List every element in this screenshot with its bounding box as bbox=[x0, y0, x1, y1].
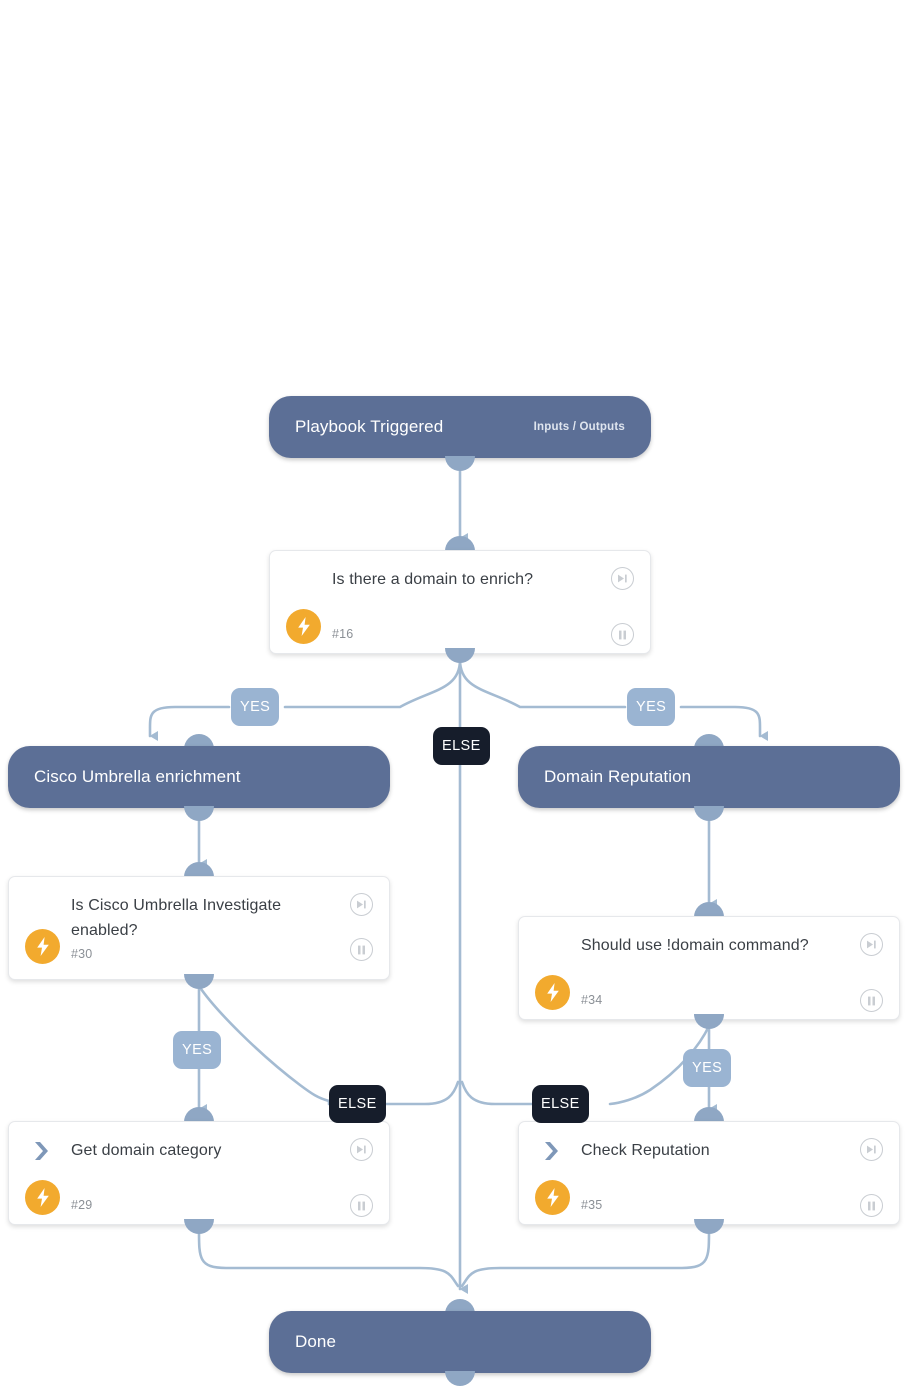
pause-icon[interactable] bbox=[350, 938, 373, 961]
card-footer: #34 bbox=[519, 975, 899, 1023]
node-task-29[interactable]: Get domain category #29 bbox=[8, 1121, 390, 1225]
node-condition-16[interactable]: Is there a domain to enrich? #16 bbox=[269, 550, 651, 654]
diamond-icon bbox=[288, 565, 318, 595]
card-header: Is Cisco Umbrella Investigate enabled? bbox=[9, 877, 389, 943]
card-header: Get domain category bbox=[9, 1122, 389, 1182]
card-footer: #30 bbox=[9, 929, 389, 969]
lightning-bolt-icon bbox=[25, 929, 60, 964]
pause-icon[interactable] bbox=[350, 1194, 373, 1217]
node-playbook-triggered[interactable]: Playbook Triggered Inputs / Outputs bbox=[269, 396, 651, 458]
task-title: Is Cisco Umbrella Investigate enabled? bbox=[71, 897, 282, 939]
lightning-bolt-icon bbox=[286, 609, 321, 644]
step-forward-icon[interactable] bbox=[350, 1138, 373, 1161]
port-out-done bbox=[445, 1371, 475, 1386]
task-number: #35 bbox=[581, 1198, 603, 1212]
pause-icon[interactable] bbox=[611, 623, 634, 646]
task-title: Get domain category bbox=[71, 1142, 222, 1159]
task-number: #30 bbox=[71, 947, 93, 961]
card-header: Is there a domain to enrich? bbox=[270, 551, 650, 611]
pause-icon[interactable] bbox=[860, 1194, 883, 1217]
lightning-bolt-icon bbox=[535, 1180, 570, 1215]
branch-label-else-34[interactable]: ELSE bbox=[532, 1085, 589, 1123]
port-in-section-reputation bbox=[694, 734, 724, 749]
port-in-29 bbox=[184, 1107, 214, 1122]
node-task-35[interactable]: Check Reputation #35 bbox=[518, 1121, 900, 1225]
task-title: Check Reputation bbox=[581, 1142, 710, 1159]
card-header: Should use !domain command? bbox=[519, 917, 899, 977]
branch-label-else-30[interactable]: ELSE bbox=[329, 1085, 386, 1123]
edge-16-yes-left-b bbox=[148, 705, 231, 741]
node-section-domain-reputation[interactable]: Domain Reputation bbox=[518, 746, 900, 808]
port-in-34 bbox=[694, 902, 724, 917]
port-out-section-umbrella bbox=[184, 806, 214, 821]
chevron-right-icon bbox=[27, 1136, 57, 1166]
edge-16-yes-right-b bbox=[679, 705, 768, 741]
task-title: Is there a domain to enrich? bbox=[332, 571, 534, 588]
node-condition-30[interactable]: Is Cisco Umbrella Investigate enabled? #… bbox=[8, 876, 390, 980]
card-header: Check Reputation bbox=[519, 1122, 899, 1182]
port-in-section-umbrella bbox=[184, 734, 214, 749]
edge-34-else-b bbox=[460, 1080, 534, 1106]
port-out-16 bbox=[445, 648, 475, 663]
task-title: Should use !domain command? bbox=[581, 937, 809, 954]
node-condition-34[interactable]: Should use !domain command? #34 bbox=[518, 916, 900, 1020]
port-out-34 bbox=[694, 1014, 724, 1029]
diamond-icon bbox=[537, 931, 567, 961]
step-forward-icon[interactable] bbox=[860, 1138, 883, 1161]
step-forward-icon[interactable] bbox=[611, 567, 634, 590]
port-in-done bbox=[445, 1299, 475, 1314]
lightning-bolt-icon bbox=[535, 975, 570, 1010]
pause-icon[interactable] bbox=[860, 989, 883, 1012]
card-footer: #29 bbox=[9, 1180, 389, 1228]
lightning-bolt-icon bbox=[25, 1180, 60, 1215]
node-section-cisco-umbrella-enrichment[interactable]: Cisco Umbrella enrichment bbox=[8, 746, 390, 808]
port-out-29 bbox=[184, 1219, 214, 1234]
branch-label-else-center[interactable]: ELSE bbox=[433, 727, 490, 765]
chevron-right-icon bbox=[537, 1136, 567, 1166]
card-footer: #35 bbox=[519, 1180, 899, 1228]
step-forward-icon[interactable] bbox=[860, 933, 883, 956]
task-number: #16 bbox=[332, 627, 354, 641]
node-title: Done bbox=[295, 1332, 337, 1351]
edge-16-yes-left-a bbox=[283, 658, 462, 709]
task-number: #29 bbox=[71, 1198, 93, 1212]
branch-label-yes-29[interactable]: YES bbox=[173, 1031, 222, 1069]
step-forward-icon[interactable] bbox=[350, 893, 373, 916]
node-title: Playbook Triggered bbox=[295, 417, 444, 436]
port-in-16 bbox=[445, 536, 475, 551]
port-in-35 bbox=[694, 1107, 724, 1122]
port-out-trigger bbox=[445, 456, 475, 471]
node-title: Cisco Umbrella enrichment bbox=[34, 767, 241, 786]
port-in-30 bbox=[184, 862, 214, 877]
node-title: Domain Reputation bbox=[544, 767, 692, 786]
diamond-icon bbox=[27, 891, 57, 921]
node-done[interactable]: Done bbox=[269, 1311, 651, 1373]
edge-30-else-b bbox=[379, 1080, 460, 1106]
branch-label-yes-reputation[interactable]: YES bbox=[627, 688, 676, 726]
branch-label-yes-umbrella[interactable]: YES bbox=[231, 688, 280, 726]
inputs-outputs-link[interactable]: Inputs / Outputs bbox=[533, 421, 625, 433]
port-out-35 bbox=[694, 1219, 724, 1234]
port-out-30 bbox=[184, 974, 214, 989]
edge-16-yes-right-a bbox=[458, 658, 627, 709]
port-out-section-reputation bbox=[694, 806, 724, 821]
card-footer: #16 bbox=[270, 609, 650, 657]
edge-29-to-done bbox=[197, 1229, 460, 1288]
branch-label-yes-35[interactable]: YES bbox=[683, 1049, 732, 1087]
task-number: #34 bbox=[581, 993, 603, 1007]
edge-35-to-done bbox=[460, 1229, 711, 1288]
